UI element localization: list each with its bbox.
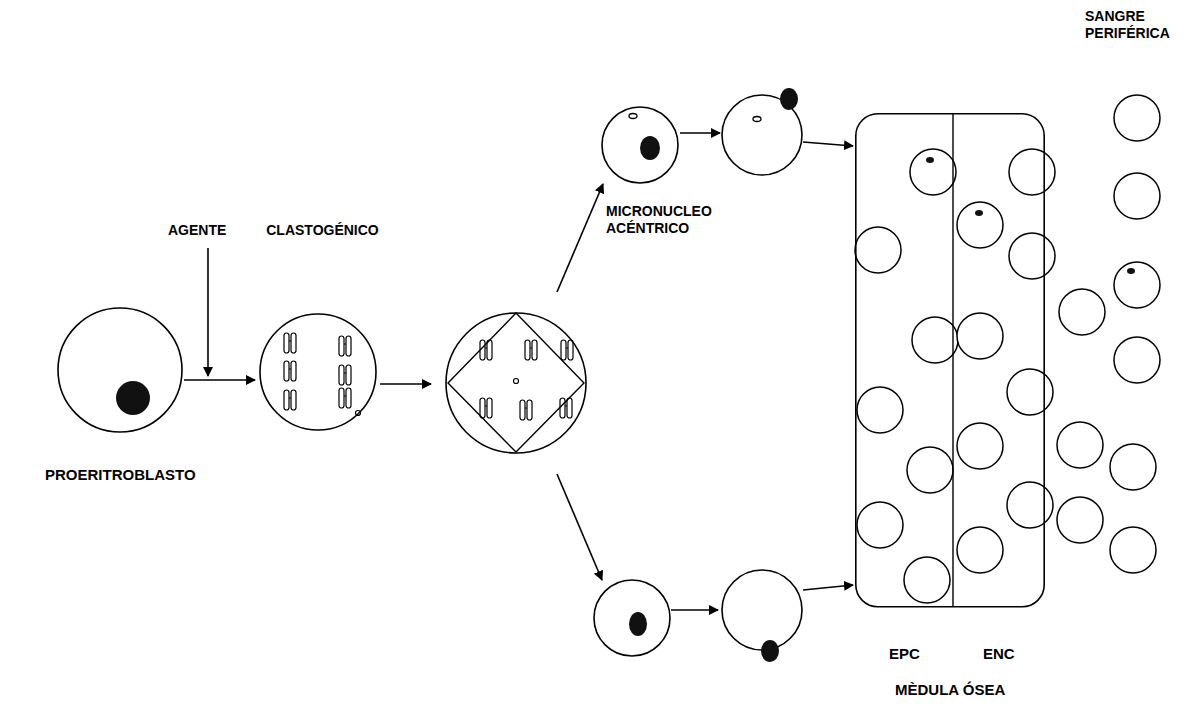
cell-node: PROERITROBLASTO [8, 306, 232, 488]
node-outline [8, 306, 232, 488]
marrow-band: ENC [953, 113, 1045, 673]
micronucleated-cells [602, 88, 802, 183]
region-label: SANGRE PERIFÉRICA [1085, 8, 1185, 42]
agent-label: AGENTE CLASTOGÉNICO [168, 222, 379, 239]
cell-label: MICRONUCLEO ACÉNTRICO [606, 203, 766, 237]
erythrocytes [855, 95, 1160, 603]
node-outline [855, 113, 1045, 705]
micronuclei [926, 157, 1135, 274]
marrow-band: EPC [855, 113, 953, 673]
node-label: PROERITROBLASTO [45, 466, 196, 483]
mitotic-cell [446, 313, 586, 453]
marrow-box: MÈDULA ÓSEA EPC ENC [855, 113, 1045, 705]
node-label: ENC [983, 645, 1015, 662]
node-label: EPC [889, 645, 920, 662]
arrows [184, 133, 853, 610]
damaged-cell [260, 314, 376, 430]
node-label: MÈDULA ÓSEA [895, 681, 1005, 698]
normal-cells [594, 570, 802, 662]
